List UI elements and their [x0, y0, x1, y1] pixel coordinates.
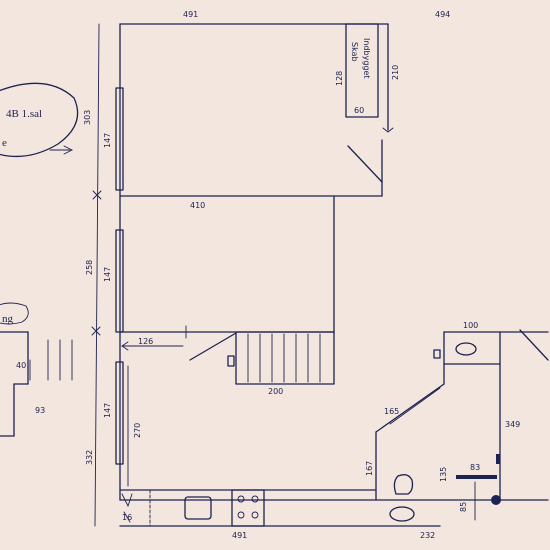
- bathroom-basin: [455, 342, 477, 356]
- cabinet-label-line2: Skab: [350, 42, 359, 62]
- window-3: [115, 361, 124, 465]
- dim-40: 40: [16, 361, 26, 370]
- toilet: [393, 474, 414, 495]
- dim-165-line: [389, 387, 441, 425]
- dim-stair: 200: [268, 387, 283, 396]
- door-mark: [123, 511, 131, 523]
- tick-mark: [91, 326, 101, 336]
- kitchen-sink: [184, 496, 212, 520]
- dim-left-lower: 332: [85, 450, 94, 465]
- left-tag-bubble: [0, 302, 29, 325]
- door-swing-middle: [189, 332, 237, 361]
- dim-window-1: 147: [103, 133, 112, 148]
- stove: [231, 489, 265, 527]
- note-bubble: [0, 82, 79, 158]
- dim-bath-167: 167: [365, 461, 374, 476]
- room-note-partial: e: [2, 137, 7, 149]
- cabinet-label-line1: Indbygget: [362, 38, 371, 79]
- window-2: [115, 229, 124, 333]
- dim-135: 135: [439, 467, 448, 482]
- shower-drain: [491, 495, 501, 505]
- dim-126: 126: [138, 337, 153, 346]
- bath-post: [433, 349, 441, 359]
- window-1: [115, 87, 124, 191]
- windows: [115, 87, 124, 465]
- corner-arrow: [121, 493, 133, 508]
- dim-bath-165: 165: [384, 407, 399, 416]
- dim-83: 83: [470, 463, 480, 472]
- dim-corridor: 270: [133, 423, 142, 438]
- kitchen: [149, 489, 265, 527]
- dim-bottom-kitchen: 491: [232, 531, 247, 540]
- stair-post: [227, 355, 235, 367]
- dim-bath-bottom: 232: [420, 531, 435, 540]
- left-dimension-line: [91, 23, 102, 527]
- dim-window-2: 147: [103, 267, 112, 282]
- dim-16: 16: [122, 513, 132, 522]
- left-room-tag: ng: [2, 313, 14, 325]
- dim-cabinet-depth: 210: [391, 65, 400, 80]
- room-note: [0, 82, 79, 158]
- dim-left-upper: 303: [83, 110, 92, 125]
- dim-85: 85: [459, 502, 468, 512]
- dim-bath-right: 349: [505, 420, 520, 429]
- dim-top-right: 494: [435, 10, 450, 19]
- built-in-cabinet: [345, 23, 379, 118]
- dim-cabinet-width: 60: [354, 106, 364, 115]
- dim-bath-top: 100: [463, 321, 478, 330]
- dim-126-arrow: [121, 325, 187, 351]
- door-swing-upper: [347, 145, 383, 183]
- walls: [119, 23, 549, 527]
- staircase: [227, 331, 335, 385]
- dim-left-mid: 258: [85, 260, 94, 275]
- dim-cabinet-height: 128: [335, 71, 344, 86]
- toilet-bowl: [389, 506, 415, 522]
- tick-mark: [92, 190, 102, 200]
- room-note-text: 4B 1.sal: [6, 108, 42, 120]
- dim-top-left: 491: [183, 10, 198, 19]
- dim-mid-wall: 410: [190, 201, 205, 210]
- bathroom: [375, 329, 549, 522]
- left-partial-room: [0, 302, 73, 437]
- dim-93: 93: [35, 406, 45, 415]
- dim-window-3: 147: [103, 403, 112, 418]
- arrow-head: [382, 127, 394, 133]
